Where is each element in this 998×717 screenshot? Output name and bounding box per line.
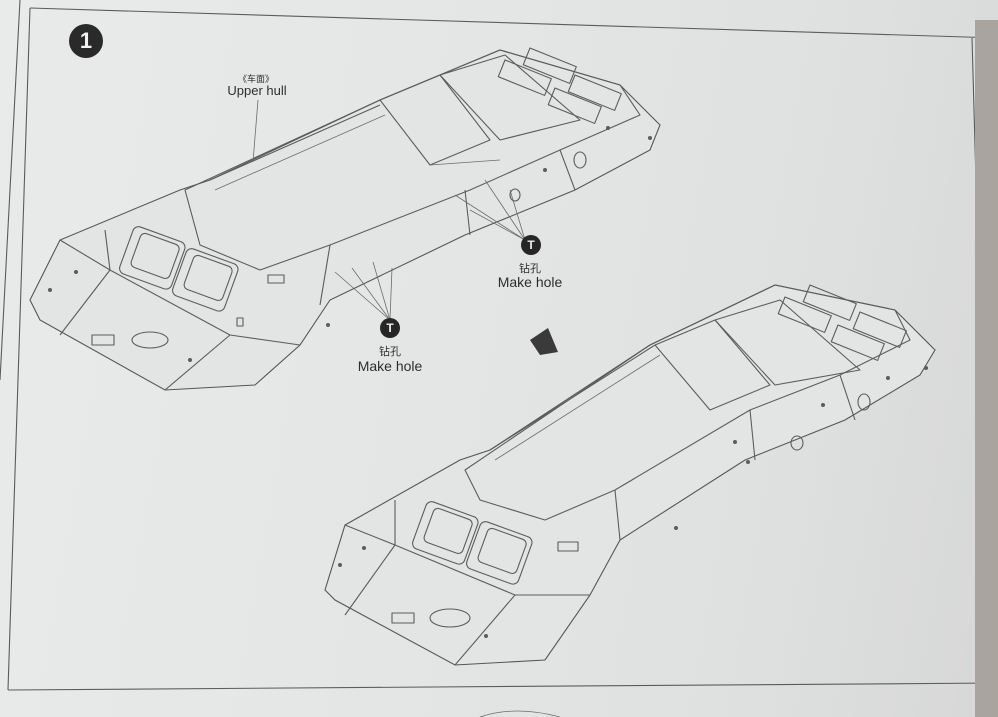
step-number-badge: 1 xyxy=(69,24,103,58)
make-hole-label-cn-right: 钻孔 xyxy=(519,263,541,275)
make-hole-label-left: Make hole xyxy=(357,358,423,374)
make-hole-label-right: Make hole xyxy=(497,274,563,290)
make-hole-label-cn-left: 钻孔 xyxy=(379,346,401,358)
upper-hull-label-cn: 《车面》 xyxy=(237,74,274,84)
drill-hole-icon: T xyxy=(380,318,400,338)
upper-hull-label: Upper hull xyxy=(227,83,287,98)
drill-hole-icon: T xyxy=(521,235,541,255)
